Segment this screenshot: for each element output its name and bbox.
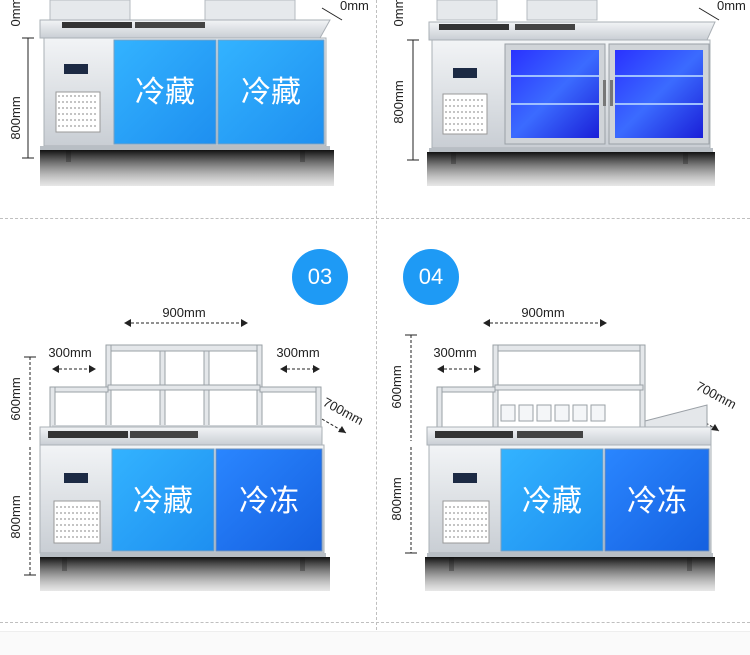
width-top-label: 900mm xyxy=(521,305,564,320)
door-label-right: 冷冻 xyxy=(239,484,299,519)
vertical-divider xyxy=(376,0,377,630)
depth-label: 700mm xyxy=(321,394,366,428)
product-illustration-1: 冷藏 冷藏 800mm 0mm 0mm xyxy=(8,0,369,186)
horizontal-divider-bottom xyxy=(0,622,750,623)
vent-grille-icon xyxy=(442,500,490,544)
product-illustration-3: 900mm 300mm 300mm 700mm xyxy=(8,305,366,591)
height-top-label: 0mm xyxy=(391,0,406,26)
product-panel-2: 800mm 0mm 0mm xyxy=(377,0,750,218)
product-panel-3: 03 900mm 300mm 300mm xyxy=(0,219,376,622)
height-bottom-label: 800mm xyxy=(389,477,404,520)
product-illustration-4: 900mm 300mm 700mm xyxy=(389,305,739,591)
horizontal-divider-top xyxy=(0,218,750,219)
side-right-label: 300mm xyxy=(276,345,319,360)
depth-label: 0mm xyxy=(717,0,746,13)
width-top-label: 900mm xyxy=(162,305,205,320)
number-badge: 04 xyxy=(403,249,459,305)
vent-grille-icon xyxy=(55,91,101,133)
height-top-label: 600mm xyxy=(389,365,404,408)
number-badge: 03 xyxy=(292,249,348,305)
page-footer-strip xyxy=(0,631,750,655)
height-top-label: 600mm xyxy=(8,377,23,420)
height-top-label: 0mm xyxy=(8,0,23,26)
height-bottom-label: 800mm xyxy=(391,80,406,123)
product-illustration-2: 800mm 0mm 0mm xyxy=(391,0,746,186)
height-bottom-label: 800mm xyxy=(8,495,23,538)
height-bottom-label: 800mm xyxy=(8,96,23,139)
door-label-right: 冷冻 xyxy=(627,484,687,519)
door-label-right: 冷藏 xyxy=(241,75,301,110)
door-label-left: 冷藏 xyxy=(135,75,195,110)
side-left-label: 300mm xyxy=(433,345,476,360)
side-left-label: 300mm xyxy=(48,345,91,360)
product-panel-1: 冷藏 冷藏 800mm 0mm 0mm xyxy=(0,0,376,218)
door-label-left: 冷藏 xyxy=(133,484,193,519)
product-panel-4: 04 900mm 300mm 700mm xyxy=(377,219,750,622)
depth-label: 0mm xyxy=(340,0,369,13)
vent-grille-icon xyxy=(442,93,488,135)
door-label-left: 冷藏 xyxy=(522,484,582,519)
vent-grille-icon xyxy=(53,500,101,544)
